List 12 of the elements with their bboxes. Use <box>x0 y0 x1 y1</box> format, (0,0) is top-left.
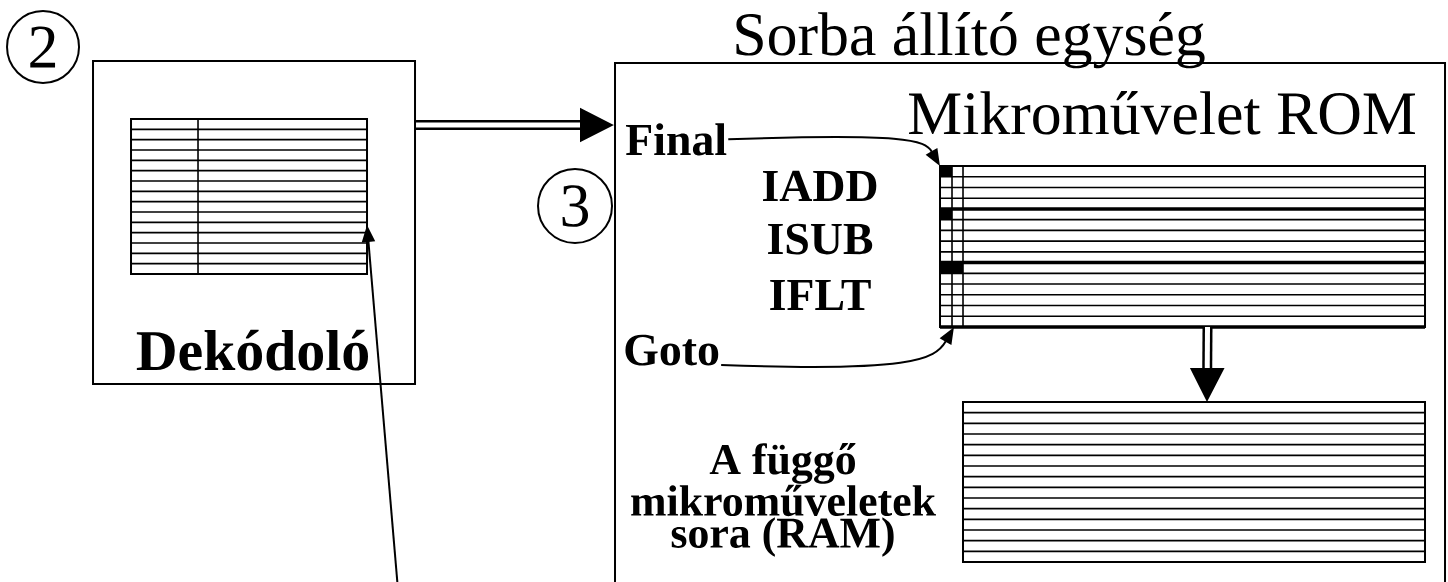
callout-number: 2 <box>6 10 80 84</box>
decoder-box: Dekódoló <box>92 60 416 385</box>
table-heading: Mikroművelet ROM <box>909 91 1415 135</box>
node-label: Sorba állító egység <box>736 12 1205 69</box>
signal-label: Final <box>626 123 727 156</box>
instruction-label: IFLT <box>770 280 871 310</box>
signal-label: Goto <box>625 334 719 366</box>
decoder-table <box>130 118 368 275</box>
callout-number: 3 <box>537 168 613 244</box>
queue-label: A függő mikroműveletek sora (RAM) <box>631 443 936 557</box>
instruction-label: ISUB <box>768 223 873 255</box>
instruction-label: IADD <box>763 170 877 202</box>
